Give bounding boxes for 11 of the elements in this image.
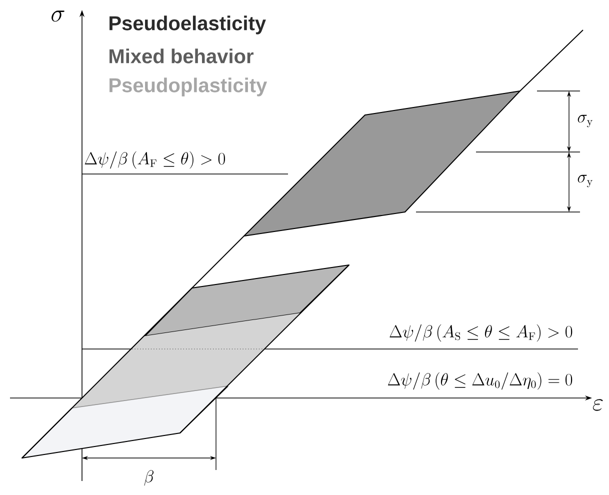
axis-label: $\sigma$: [52, 10, 64, 22]
legend-text: Mixed behavior: [110, 48, 254, 64]
formula-label: $\Delta\psi/\beta\,(A_{\mathrm{F}}\leq\theta)>0$: [84, 151, 225, 169]
legend-text: Pseudoelasticity: [110, 16, 266, 34]
formula-label: $\Delta\psi/\beta\,(A_{\mathrm{S}}\leq\theta\leq A_{\mathrm{F}})>0$: [390, 324, 572, 342]
legend-text: Pseudoplasticity: [110, 78, 268, 96]
axis-label: $\varepsilon$: [592, 399, 603, 411]
dimension-label: $\sigma_{\mathrm{y}}$: [578, 174, 592, 188]
dimension-label: $\sigma_{\mathrm{y}}$: [578, 114, 592, 128]
formula-label: $\Delta\psi/\beta\,(\theta\leq\Delta u_0/\Delta\eta_0)=0$: [388, 372, 572, 390]
dimension-label: $\beta$: [144, 470, 154, 486]
